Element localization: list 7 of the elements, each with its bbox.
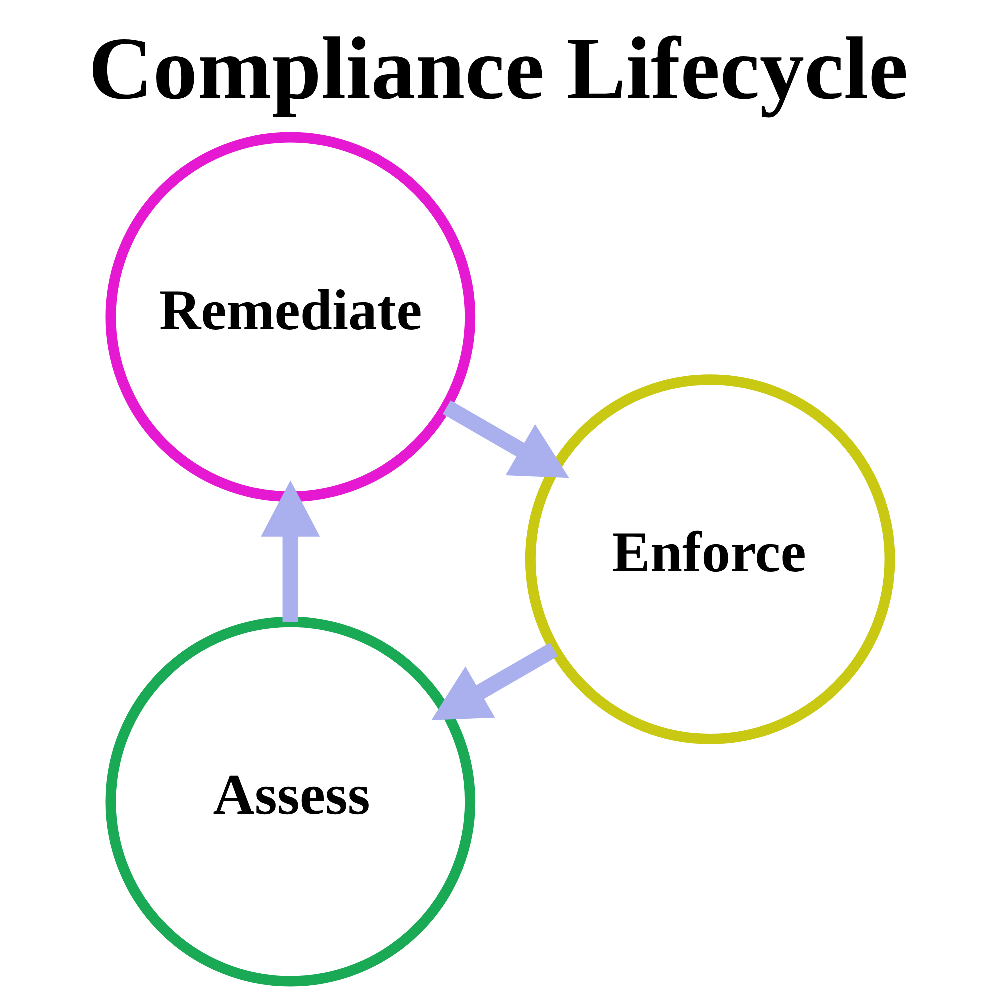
arrow	[260, 480, 320, 622]
arrow	[442, 400, 569, 478]
node-circle: Assess	[105, 616, 476, 986]
node-circle: Remediate	[105, 132, 476, 502]
node-circle: Enforce	[524, 374, 895, 744]
diagram-title: Compliance Lifecycle	[88, 20, 908, 118]
arrow	[431, 642, 558, 720]
